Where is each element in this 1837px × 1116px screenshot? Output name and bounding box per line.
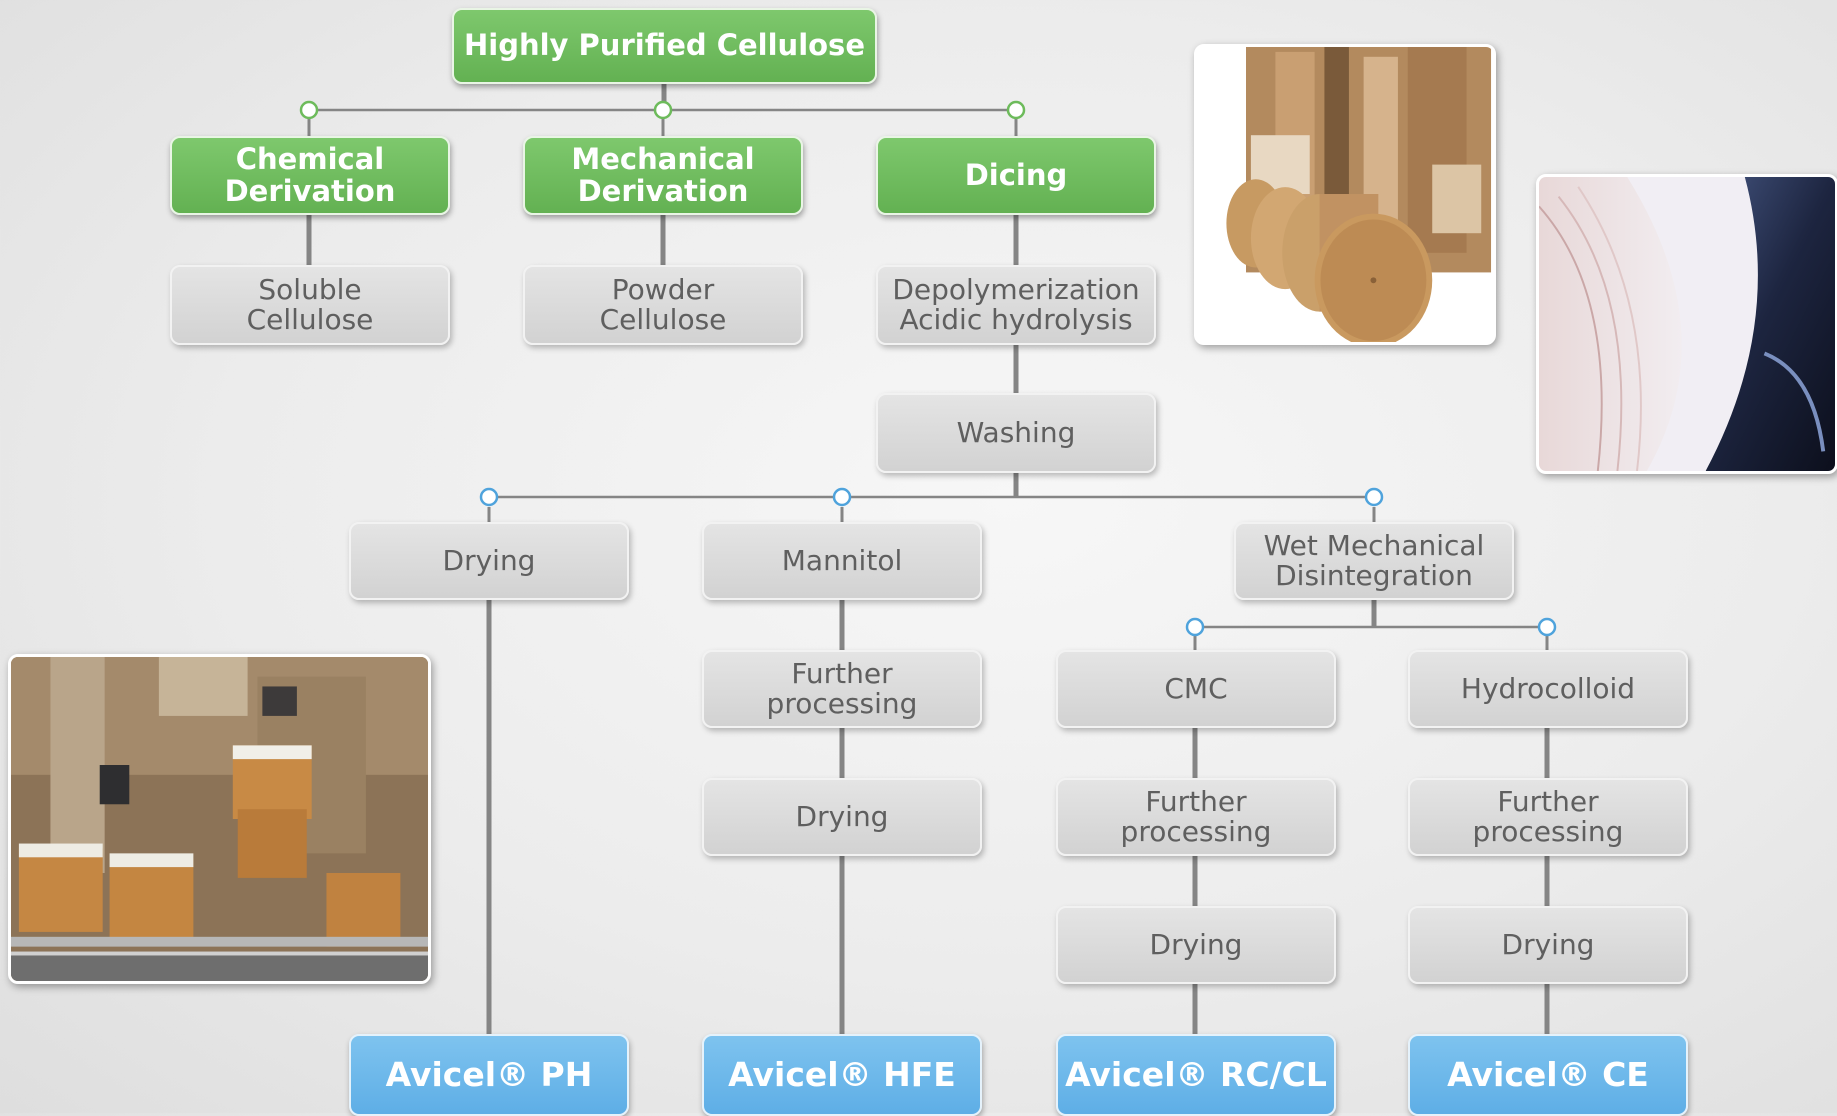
depolymerization-label: Depolymerization Acidic hydrolysis <box>892 272 1140 336</box>
dicing-label: Dicing <box>964 157 1068 192</box>
dicing-box: Dicing <box>876 136 1156 215</box>
junction-node-mechanical <box>653 100 673 120</box>
cmc-drying-box: Drying <box>1056 906 1336 984</box>
avicel-ce-box: Avicel® CE <box>1408 1034 1688 1116</box>
avicel-rccl-box: Avicel® RC/CL <box>1056 1034 1336 1116</box>
factory-packaging-photo <box>8 654 431 984</box>
paper-rolls-photo <box>1194 44 1496 345</box>
washing-box: Washing <box>876 393 1156 473</box>
powder-cellulose-box: Powder Cellulose <box>523 265 803 345</box>
junction-node-dicing <box>1006 100 1026 120</box>
wet-mechanical-disintegration-label: Wet Mechanical Disintegration <box>1263 528 1485 592</box>
soluble-cellulose-label: Soluble Cellulose <box>246 272 374 336</box>
highly-purified-cellulose-box: Highly Purified Cellulose <box>452 8 877 84</box>
highly-purified-cellulose-label: Highly Purified Cellulose <box>464 28 865 63</box>
junction-node-cmc <box>1185 617 1205 637</box>
avicel-ph-label: Avicel® PH <box>385 1055 593 1095</box>
washing-label: Washing <box>956 415 1076 449</box>
avicel-rccl-label: Avicel® RC/CL <box>1065 1055 1327 1095</box>
cmc-label: CMC <box>1164 671 1228 705</box>
hydrocolloid-drying-box: Drying <box>1408 906 1688 984</box>
junction-node-chemical <box>299 100 319 120</box>
chemical-derivation-label: Chemical Derivation <box>224 142 396 208</box>
mannitol-drying-box: Drying <box>702 778 982 856</box>
drying-label: Drying <box>442 543 536 577</box>
depolymerization-box: Depolymerization Acidic hydrolysis <box>876 265 1156 345</box>
junction-node-mannitol <box>832 487 852 507</box>
mannitol-box: Mannitol <box>702 522 982 600</box>
hydrocolloid-further-processing-box: Further processing <box>1408 778 1688 856</box>
soluble-cellulose-box: Soluble Cellulose <box>170 265 450 345</box>
cmc-further-processing-label: Further processing <box>1120 784 1272 848</box>
avicel-ce-label: Avicel® CE <box>1447 1055 1649 1095</box>
avicel-hfe-label: Avicel® HFE <box>728 1055 956 1095</box>
mannitol-label: Mannitol <box>781 543 903 577</box>
junction-node-drying <box>479 487 499 507</box>
junction-node-wet <box>1364 487 1384 507</box>
hydrocolloid-label: Hydrocolloid <box>1460 671 1636 705</box>
cmc-box: CMC <box>1056 650 1336 728</box>
mannitol-further-processing-box: Further processing <box>702 650 982 728</box>
chemical-derivation-box: Chemical Derivation <box>170 136 450 215</box>
avicel-ph-box: Avicel® PH <box>349 1034 629 1116</box>
powder-cellulose-label: Powder Cellulose <box>599 272 727 336</box>
hydrocolloid-drying-label: Drying <box>1501 927 1595 961</box>
drying-box: Drying <box>349 522 629 600</box>
cmc-drying-label: Drying <box>1149 927 1243 961</box>
hydrocolloid-further-processing-label: Further processing <box>1472 784 1624 848</box>
wet-mechanical-disintegration-box: Wet Mechanical Disintegration <box>1234 522 1514 600</box>
paper-sheets-photo <box>1536 174 1837 474</box>
mannitol-further-processing-label: Further processing <box>766 656 918 720</box>
mechanical-derivation-box: Mechanical Derivation <box>523 136 803 215</box>
mannitol-drying-label: Drying <box>795 799 889 833</box>
avicel-hfe-box: Avicel® HFE <box>702 1034 982 1116</box>
junction-node-hydrocolloid <box>1537 617 1557 637</box>
hydrocolloid-box: Hydrocolloid <box>1408 650 1688 728</box>
cmc-further-processing-box: Further processing <box>1056 778 1336 856</box>
mechanical-derivation-label: Mechanical Derivation <box>571 142 755 208</box>
